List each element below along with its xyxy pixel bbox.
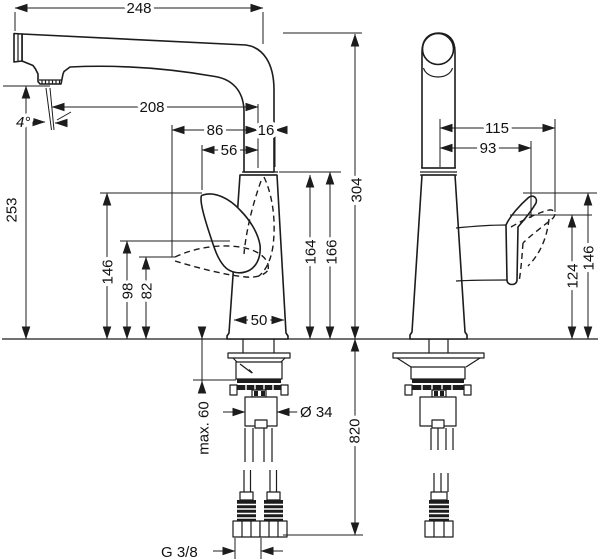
dim-248: 248 xyxy=(14,0,264,44)
spout-outline xyxy=(21,33,275,173)
dim-label-98: 98 xyxy=(119,283,136,300)
body-joint-lines-front xyxy=(420,167,457,176)
dim-label-g38: G 3/8 xyxy=(161,544,198,560)
dim-label-93: 93 xyxy=(480,140,497,157)
handle-lever xyxy=(200,193,261,274)
aerator-face xyxy=(39,79,62,84)
dim-g38: G 3/8 xyxy=(158,538,283,560)
dim-146-side: 146 xyxy=(96,192,202,340)
dim-164: 164 xyxy=(299,174,323,340)
supply-hoses-front xyxy=(424,428,454,538)
dim-208: 208 xyxy=(51,96,259,120)
dim-label-253: 253 xyxy=(3,197,20,222)
mounting-assembly-side xyxy=(227,339,291,429)
dim-98: 98 xyxy=(116,240,230,340)
dim-124: 124 xyxy=(510,214,592,340)
dim-label-124: 124 xyxy=(564,263,581,288)
dim-label-166: 166 xyxy=(323,239,340,264)
dim-label-115: 115 xyxy=(485,120,509,137)
dim-label-50: 50 xyxy=(251,312,268,329)
dim-label-146-front: 146 xyxy=(580,245,597,270)
faucet-front-view xyxy=(392,32,556,538)
spout-underside-arc xyxy=(422,67,454,78)
dim-166: 166 xyxy=(279,171,344,340)
hose-connector-front xyxy=(424,520,454,538)
mounting-assembly-front xyxy=(392,339,485,429)
dim-dia-34: Ø 34 xyxy=(223,401,336,425)
handle-lever-dashed xyxy=(174,176,275,278)
hose-connector xyxy=(232,520,261,538)
dim-86: 86 xyxy=(171,119,259,257)
supply-hoses-side xyxy=(232,428,288,538)
dim-label-248: 248 xyxy=(126,0,151,17)
escutcheon-plate xyxy=(227,352,291,359)
dim-820: 820 xyxy=(283,338,367,536)
dim-label-max-60: max. 60 xyxy=(195,401,212,454)
dim-label-208: 208 xyxy=(139,99,164,116)
faucet-side-view xyxy=(13,32,291,538)
dim-16: 16 xyxy=(254,119,288,167)
dim-label-146-side: 146 xyxy=(99,259,116,284)
body-joint-lines xyxy=(240,171,278,176)
dim-82: 82 xyxy=(135,256,175,340)
dim-label-angle: 4° xyxy=(16,114,30,131)
dim-label-82: 82 xyxy=(138,283,155,300)
escutcheon-plate-front xyxy=(392,352,485,359)
dim-spray-angle: 4° xyxy=(13,111,72,135)
dim-label-164: 164 xyxy=(302,239,319,264)
dim-304: 304 xyxy=(283,32,369,340)
handle-front-dashed xyxy=(510,209,556,283)
dim-label-86: 86 xyxy=(207,122,224,139)
dim-label-56: 56 xyxy=(221,142,238,159)
handle-front xyxy=(455,195,538,286)
hose-connector xyxy=(259,520,288,538)
dim-max-60: max. 60 xyxy=(192,326,236,458)
handle-paddle xyxy=(505,195,538,286)
dim-label-dia-34: Ø 34 xyxy=(300,404,333,421)
dim-115: 115 xyxy=(439,117,556,212)
dim-146-front: 146 xyxy=(523,192,600,340)
dim-label-16: 16 xyxy=(258,122,275,139)
dim-label-304: 304 xyxy=(348,177,365,202)
dim-label-820: 820 xyxy=(346,418,363,443)
spout-nozzle-circle xyxy=(421,32,455,66)
dim-253: 253 xyxy=(0,85,50,340)
dim-93: 93 xyxy=(439,137,532,218)
dim-50: 50 xyxy=(233,309,285,333)
dim-56: 56 xyxy=(201,139,259,190)
